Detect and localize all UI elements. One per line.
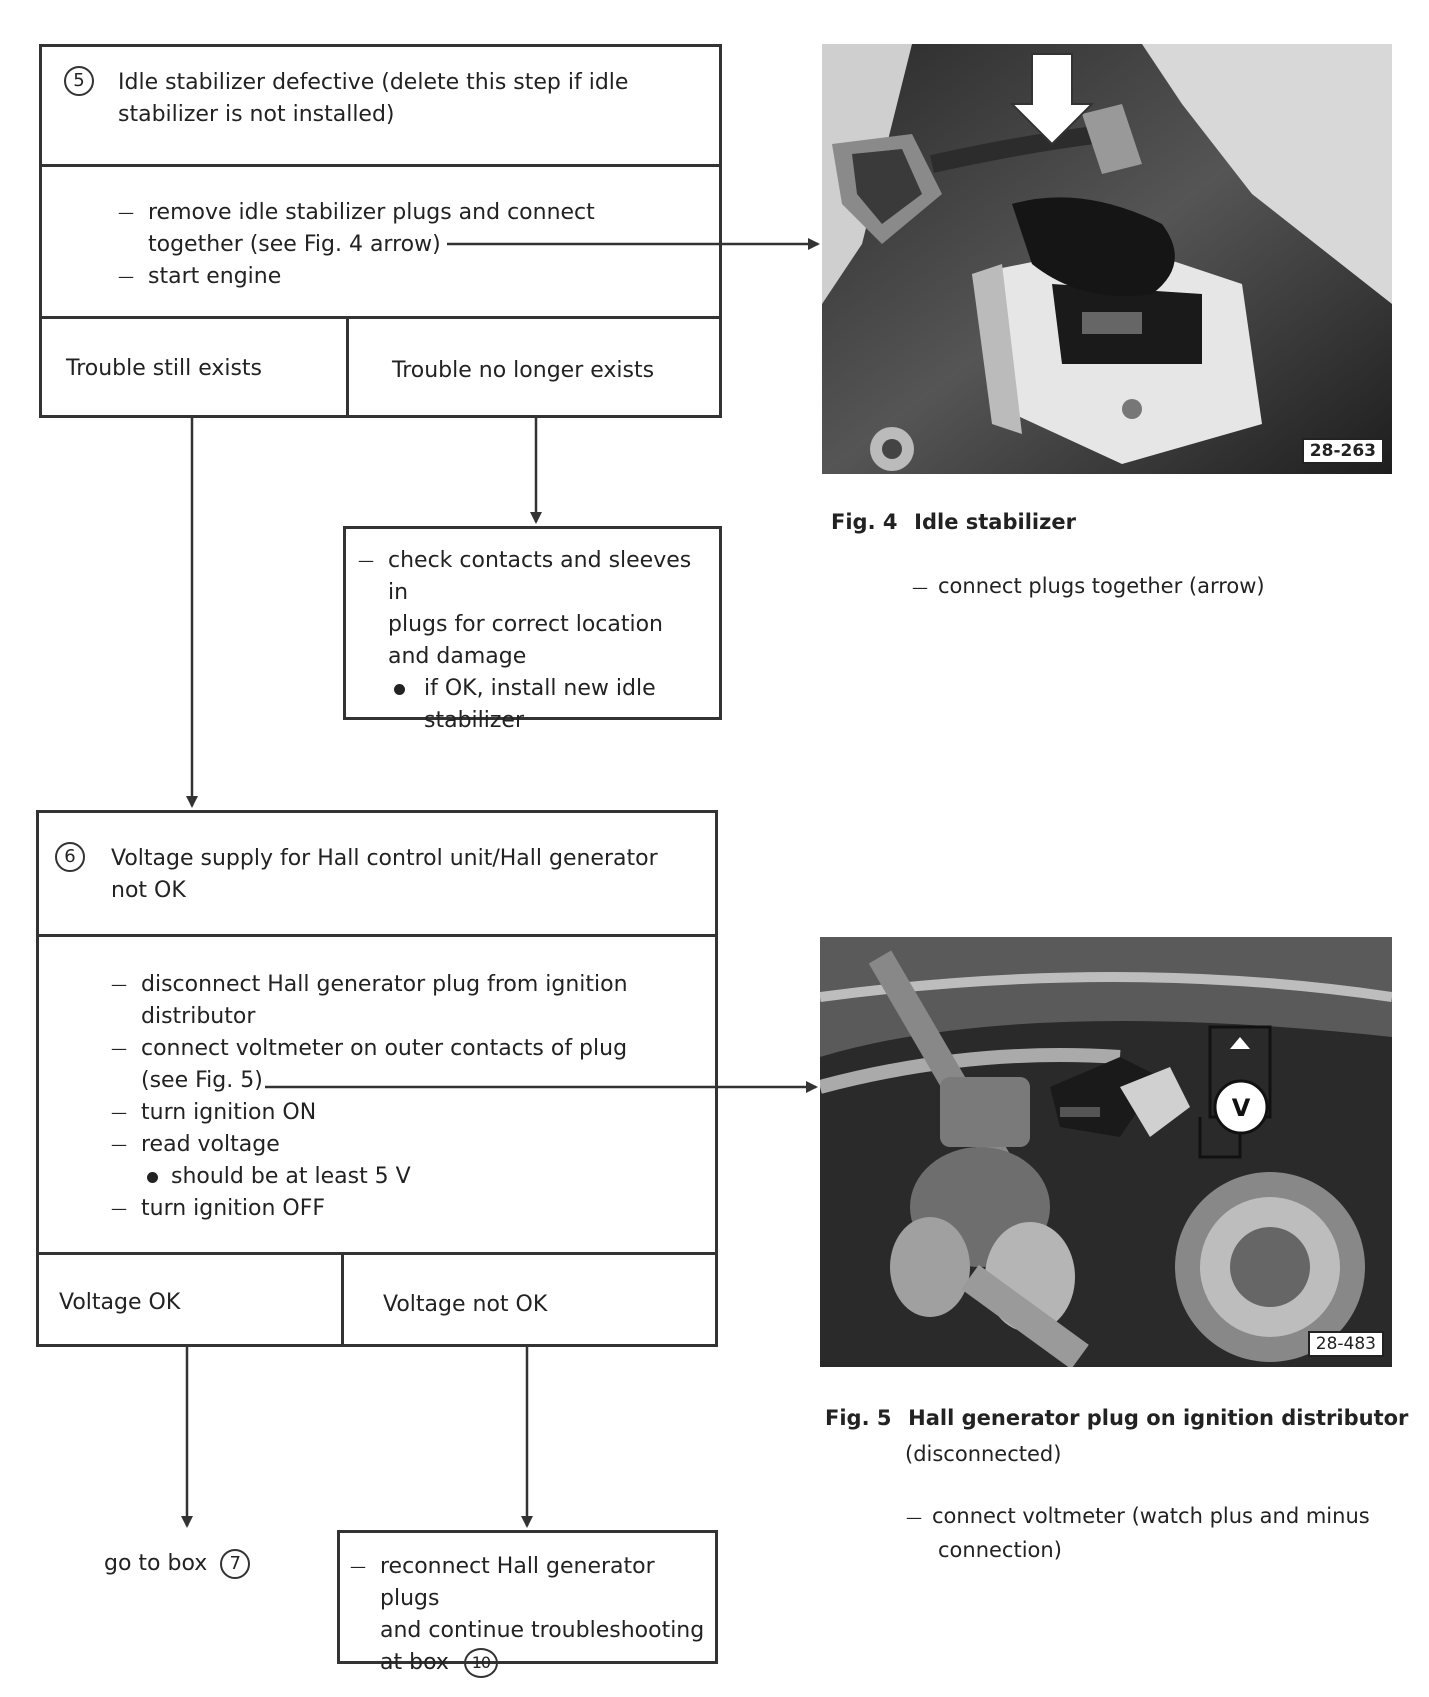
resolution-item-continued: and continue troubleshooting (380, 1618, 705, 1643)
resolution-item-continued: at box 10 (350, 1647, 720, 1679)
fig-4-photo: 28-263 (822, 44, 1392, 474)
goto-box-7: go to box 7 (104, 1548, 251, 1580)
step-6-box: 6 Voltage supply for Hall control unit/H… (36, 810, 718, 1347)
fig-5-reference-tag: 28-483 (1307, 1331, 1384, 1357)
step-6-header: 6 Voltage supply for Hall control unit/H… (39, 813, 715, 937)
instruction-item: read voltage (111, 1129, 628, 1161)
instruction-item-continued: together (see Fig. 4 arrow) (148, 232, 441, 257)
instruction-item: start engine (118, 261, 595, 293)
outcome-trouble-gone: Trouble no longer exists (392, 358, 655, 383)
step-6-outcomes: Voltage OK Voltage not OK (39, 1255, 715, 1344)
step-5-title: Idle stabilizer defective (delete this s… (118, 70, 629, 127)
idle-stabilizer-photo-illustration (822, 44, 1392, 474)
step-5-box: 5 Idle stabilizer defective (delete this… (39, 44, 722, 418)
resolution-item-continued: and damage (388, 644, 527, 669)
hall-generator-photo-illustration: V (820, 937, 1392, 1367)
resolution-bullet-continued: stabilizer (424, 708, 524, 733)
fig-5-note: —connect voltmeter (watch plus and minus… (906, 1504, 1370, 1562)
resolution-item-continued: plugs for correct location (388, 612, 663, 637)
outcome-voltage-not-ok: Voltage not OK (383, 1292, 548, 1317)
outcome-voltage-ok: Voltage OK (59, 1290, 181, 1315)
step-number-badge: 6 (55, 842, 85, 872)
resolution-item: reconnect Hall generator plugs (350, 1551, 720, 1615)
step-5-header: 5 Idle stabilizer defective (delete this… (42, 47, 719, 167)
voltmeter-symbol: V (1232, 1094, 1251, 1122)
step-6-resolution-box: reconnect Hall generator plugs and conti… (337, 1530, 720, 1678)
box-reference-badge: 7 (220, 1549, 251, 1579)
fig-5-photo: V 28-483 (820, 937, 1392, 1367)
resolution-bullet: if OK, install new idle (358, 673, 718, 705)
outcome-divider (341, 1255, 344, 1344)
outcome-trouble-exists: Trouble still exists (66, 356, 263, 381)
step-6-title: Voltage supply for Hall control unit/Hal… (111, 846, 658, 903)
instruction-item: remove idle stabilizer plugs and connect (118, 197, 595, 229)
instruction-item: connect voltmeter on outer contacts of p… (111, 1033, 628, 1065)
instruction-bullet: should be at least 5 V (111, 1161, 628, 1193)
fig-5-subcaption: (disconnected) (905, 1442, 1062, 1466)
instruction-item: disconnect Hall generator plug from igni… (111, 969, 628, 1001)
instruction-item-continued: distributor (141, 1004, 256, 1029)
step-6-instructions: disconnect Hall generator plug from igni… (39, 937, 715, 1255)
step-5-outcomes: Trouble still exists Trouble no longer e… (42, 319, 719, 415)
fig-5-caption: Fig. 5 Hall generator plug on ignition d… (825, 1406, 1409, 1430)
fig-4-note: —connect plugs together (arrow) (912, 574, 1265, 598)
step-5-instructions: remove idle stabilizer plugs and connect… (42, 167, 719, 319)
instruction-item: turn ignition ON (111, 1097, 628, 1129)
fig-4-caption: Fig. 4 Idle stabilizer (831, 510, 1076, 534)
step-number-badge: 5 (64, 66, 94, 96)
step-5-resolution-box: check contacts and sleeves in plugs for … (343, 526, 722, 733)
resolution-item: check contacts and sleeves in (358, 545, 718, 609)
fig-4-reference-tag: 28-263 (1301, 438, 1384, 464)
instruction-item-continued: (see Fig. 5) (141, 1068, 263, 1093)
box-reference-badge: 10 (463, 1648, 498, 1678)
outcome-divider (346, 319, 349, 415)
instruction-item: turn ignition OFF (111, 1193, 628, 1225)
